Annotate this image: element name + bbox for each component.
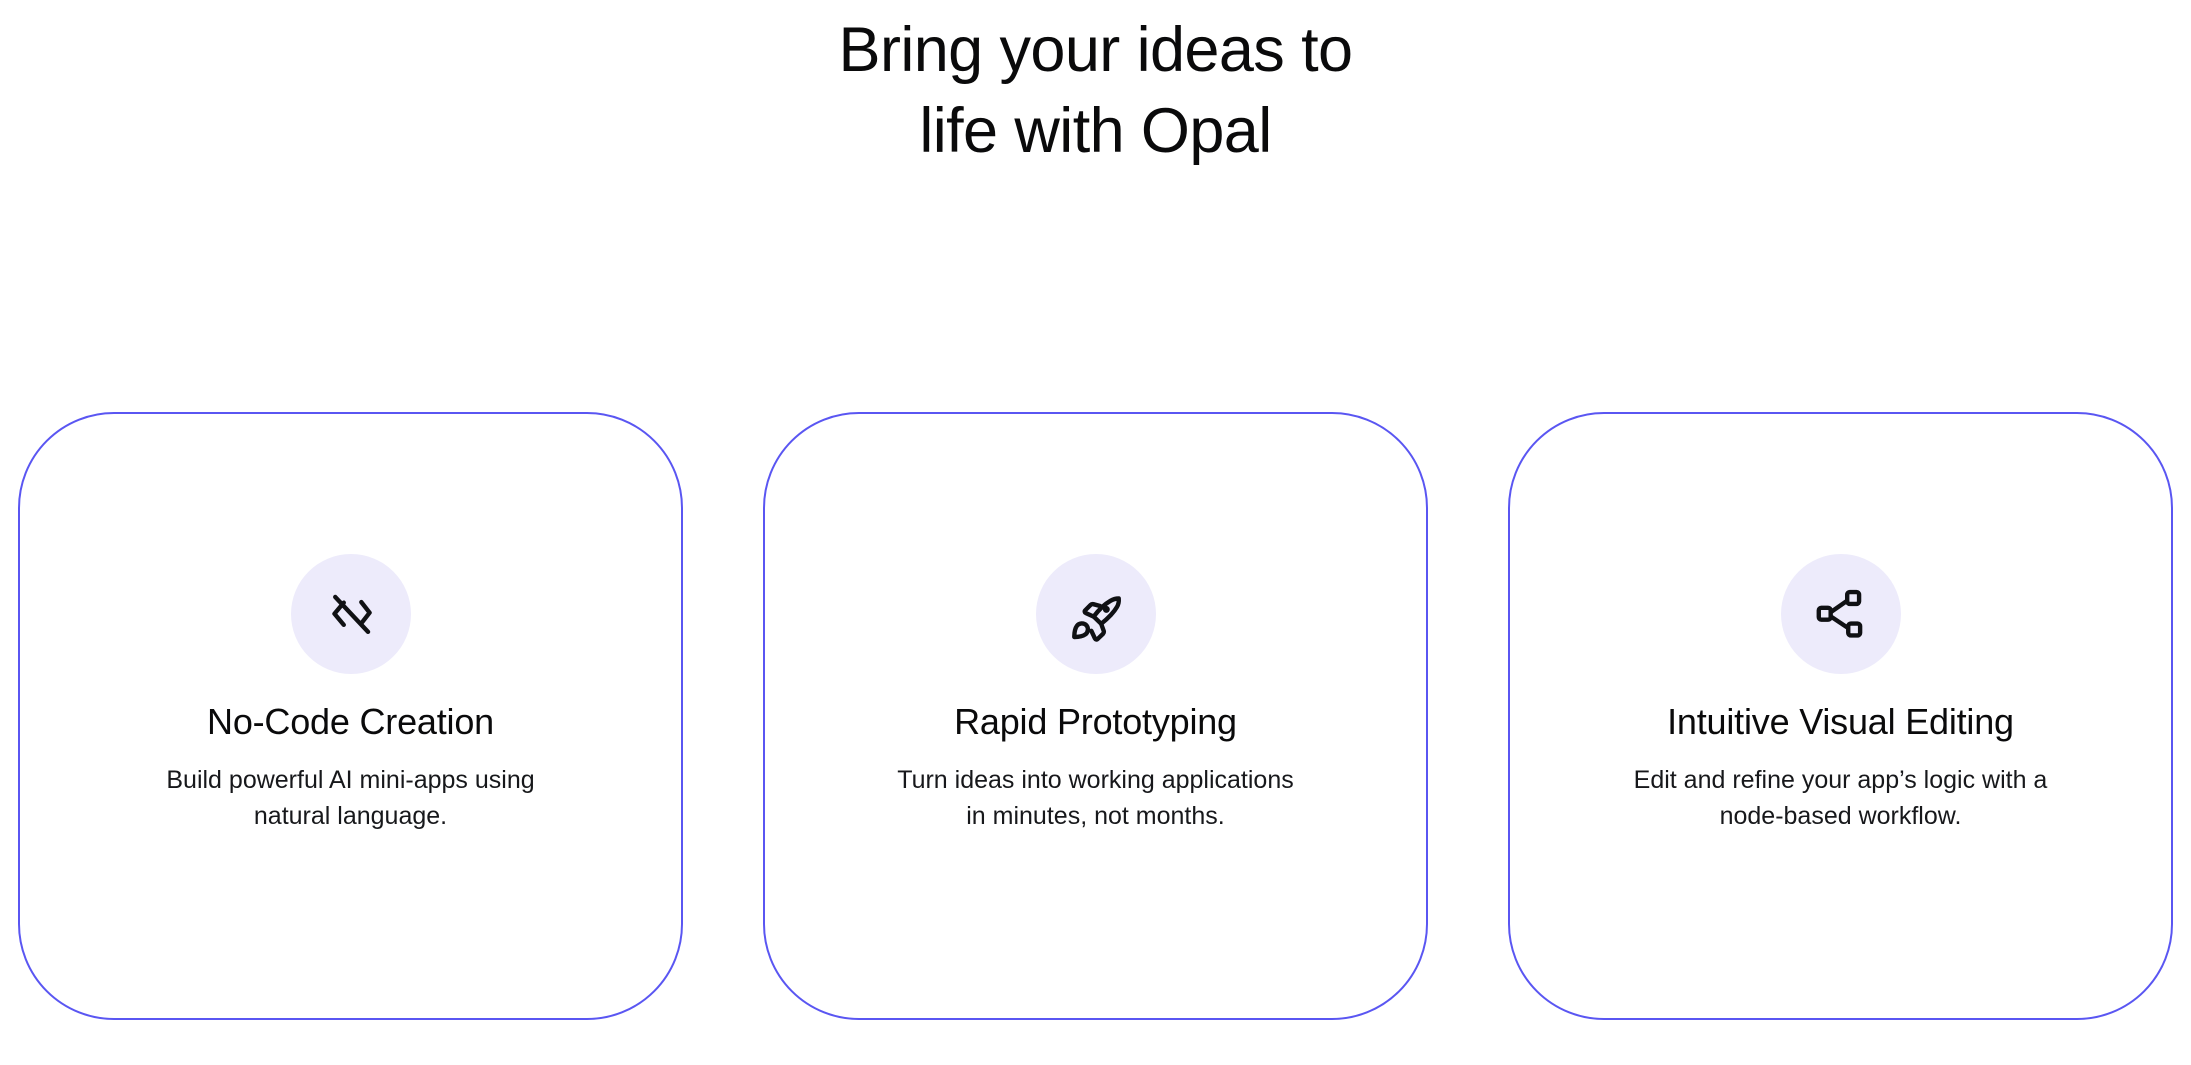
hero-section: Bring your ideas to life with Opal [0,0,2191,172]
feature-card-description: Turn ideas into working applications in … [897,766,1294,830]
feature-card-rapid-prototyping[interactable]: Rapid Prototyping Turn ideas into workin… [763,412,1428,1020]
feature-card-title: Intuitive Visual Editing [1667,701,2014,742]
feature-card-description: Edit and refine your app’s logic with a … [1633,766,2048,830]
feature-card-intuitive-visual-editing[interactable]: Intuitive Visual Editing Edit and refine… [1508,412,2173,1020]
code-off-icon [290,554,411,674]
feature-cards-row: No-Code Creation Build powerful AI mini-… [18,412,2173,1020]
feature-card-description: Build powerful AI mini-apps using natura… [166,766,535,830]
page-title: Bring your ideas to life with Opal [838,15,1353,166]
feature-card-title: Rapid Prototyping [954,701,1237,742]
workflow-nodes-icon [1780,554,1901,674]
feature-card-no-code-creation[interactable]: No-Code Creation Build powerful AI mini-… [18,412,683,1020]
feature-card-title: No-Code Creation [207,701,494,742]
rocket-icon [1035,554,1156,674]
